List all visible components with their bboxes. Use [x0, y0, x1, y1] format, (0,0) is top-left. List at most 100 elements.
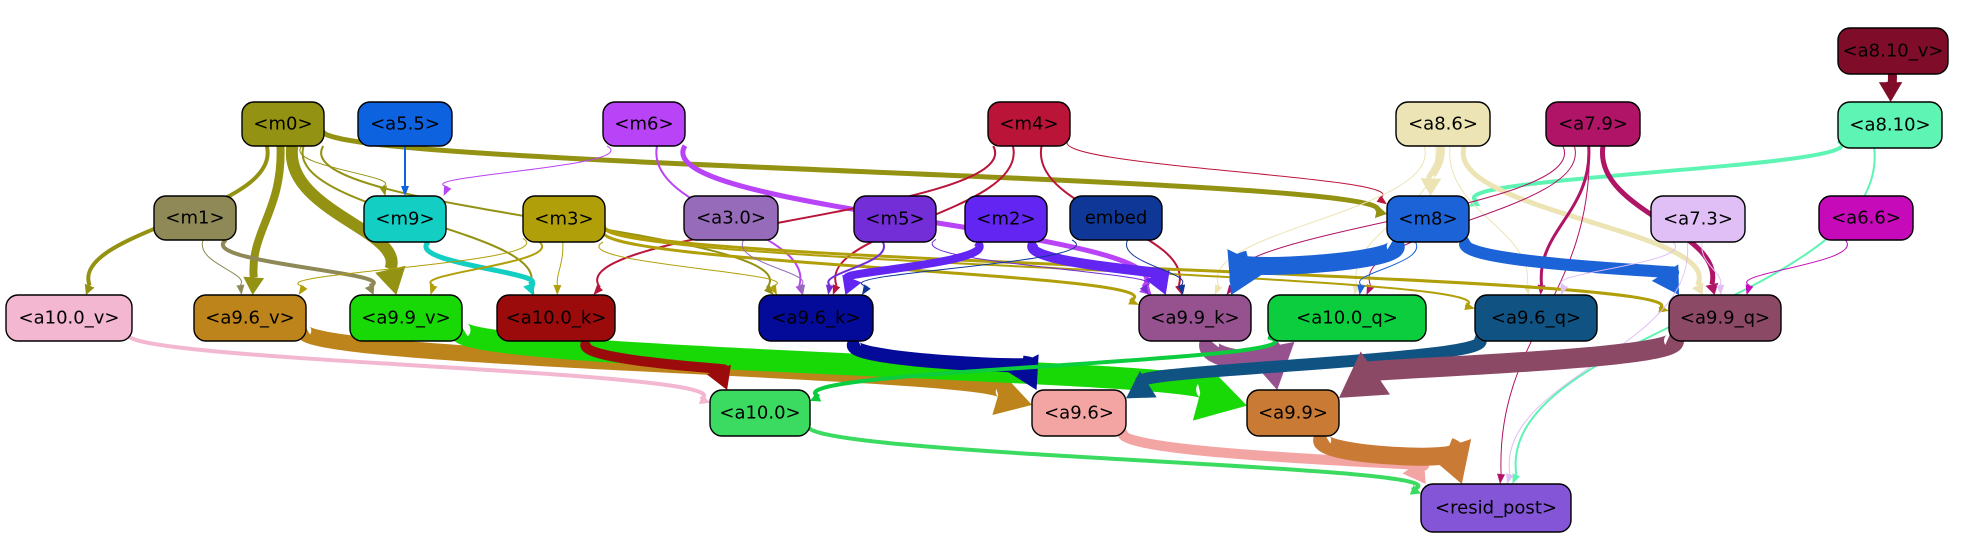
edge-m5-to-a9_9_k	[931, 238, 1150, 288]
node-a9-6-q[interactable]: <a9.6_q>	[1474, 294, 1598, 342]
node-m4[interactable]: <m4>	[987, 101, 1071, 147]
node-label: <m2>	[976, 209, 1035, 230]
node-label: <a6.6>	[1831, 208, 1901, 229]
edge-a6_6-to-a9_9_q	[1746, 239, 1848, 286]
node-box	[153, 195, 237, 241]
edge-arrowhead-embed-to-a9_6_k	[862, 284, 871, 295]
node-box	[1837, 27, 1949, 75]
node-a9-6[interactable]: <a9.6>	[1031, 389, 1127, 437]
node-label: <a5.5>	[370, 114, 440, 135]
edge-a3_0-to-a9_6_k	[741, 239, 804, 286]
edge-arrowhead-a10_0_q-to-a10_0	[810, 391, 822, 402]
edge-a8_10-to-m8	[1472, 139, 1844, 204]
node-a10-0-q[interactable]: <a10.0_q>	[1267, 294, 1427, 342]
node-m9[interactable]: <m9>	[363, 195, 447, 243]
edges-layer	[84, 73, 1903, 495]
edge-arrowhead-a10_0_k-to-a10_0	[706, 364, 732, 390]
edge-arrowhead-a10_0-to-resid_post	[1409, 484, 1421, 495]
node-a7-3[interactable]: <a7.3>	[1650, 195, 1746, 243]
node-label: <m1>	[165, 208, 224, 229]
edge-arrowhead-a8_6-to-a9_9_q	[1691, 282, 1704, 295]
edge-m4-to-m8	[1066, 138, 1384, 199]
node-label: <a9.9_v>	[361, 308, 450, 329]
edge-arrowhead-m0-to-a9_9_v	[375, 265, 406, 295]
edge-arrowhead-m2-to-a9_6_k	[842, 274, 862, 295]
node-box	[1420, 483, 1572, 533]
edge-arrowhead-m0-to-a9_6_k	[763, 285, 774, 295]
node-a9-9-q[interactable]: <a9.9_q>	[1668, 294, 1782, 342]
node-label: <a9.9_k>	[1150, 308, 1239, 329]
node-a5-5[interactable]: <a5.5>	[357, 101, 453, 147]
edge-m8-to-a9_9_q	[1459, 234, 1680, 279]
node-m0[interactable]: <m0>	[241, 101, 325, 147]
node-box	[1246, 389, 1340, 437]
node-a7-9[interactable]: <a7.9>	[1545, 101, 1641, 147]
edge-arrowhead-m3-to-a9_6_q	[1464, 302, 1475, 310]
node-a8-6[interactable]: <a8.6>	[1395, 101, 1491, 147]
node-label: <a10.0_k>	[506, 308, 607, 329]
node-m3[interactable]: <m3>	[522, 195, 606, 243]
node-a9-6-k[interactable]: <a9.6_k>	[758, 294, 874, 342]
node-m8[interactable]: <m8>	[1386, 195, 1470, 243]
node-a9-9-v[interactable]: <a9.9_v>	[349, 294, 463, 342]
node-a3-0[interactable]: <a3.0>	[683, 195, 779, 241]
node-m5[interactable]: <m5>	[853, 195, 937, 243]
edge-a9_6_k-to-a9_6	[847, 334, 1038, 373]
edge-m5-to-a9_6_k	[827, 241, 886, 286]
edge-m1-to-a9_9_v	[220, 238, 376, 288]
edge-arrowhead-m3-to-a9_6_k	[768, 284, 777, 295]
node-box	[496, 294, 616, 342]
node-box	[1386, 195, 1470, 243]
node-resid-post[interactable]: <resid_post>	[1420, 483, 1572, 533]
node-box	[1267, 294, 1427, 342]
edge-arrowhead-a7_3-to-a9_9_q	[1716, 284, 1725, 295]
nodes-layer: <a8.10_v> <m0> <a5.5> <m6> <m4> <a8.6> <a7.9> <…	[5, 27, 1949, 533]
edge-arrowhead-m0-to-a9_6_v	[243, 276, 265, 295]
node-m2[interactable]: <m2>	[964, 195, 1048, 243]
node-box	[193, 294, 307, 342]
node-box	[241, 101, 325, 147]
node-a9-9-k[interactable]: <a9.9_k>	[1138, 294, 1252, 342]
edge-arrowhead-a10_0_v-to-a10_0	[698, 394, 710, 405]
node-a10-0[interactable]: <a10.0>	[709, 389, 811, 437]
edge-arrowhead-a3_0-to-a9_6_k	[797, 284, 806, 295]
node-label: <m3>	[534, 209, 593, 230]
node-a8-10[interactable]: <a8.10>	[1837, 101, 1943, 149]
edge-arrowhead-m4-to-m8	[1376, 195, 1387, 205]
edge-arrowhead-m1-to-a9_6_v	[236, 284, 245, 295]
edge-a10_0_v-to-a10_0	[126, 329, 707, 402]
edge-m2-to-a9_9_k	[1027, 237, 1168, 280]
node-a8-10-v[interactable]: <a8.10_v>	[1837, 27, 1949, 75]
node-label: embed	[1085, 208, 1148, 229]
node-m6[interactable]: <m6>	[602, 101, 686, 147]
edge-arrowhead-a7_3-to-a9_6_q	[1560, 284, 1569, 295]
edge-arrowhead-m1-to-a9_9_v	[364, 283, 375, 295]
edge-arrowhead-embed-to-a9_9_k	[1177, 284, 1186, 295]
node-m1[interactable]: <m1>	[153, 195, 237, 241]
node-box	[602, 101, 686, 147]
edge-a9_6_q-to-a9_6	[1135, 331, 1487, 391]
edge-arrowhead-m8-to-a9_9_q	[1651, 264, 1679, 295]
edge-arrowhead-a7_9-to-resid_post	[1497, 473, 1506, 484]
node-a10-0-k[interactable]: <a10.0_k>	[496, 294, 616, 342]
node-embed[interactable]: embed	[1069, 195, 1163, 241]
node-a6-6[interactable]: <a6.6>	[1818, 195, 1914, 241]
node-label: <m4>	[999, 114, 1058, 135]
node-box	[683, 195, 779, 241]
node-label: <a9.9>	[1258, 403, 1328, 424]
node-box	[709, 389, 811, 437]
edge-arrowhead-m4-to-a9_6_k	[832, 284, 841, 295]
node-label: <m0>	[253, 114, 312, 135]
node-label: <a9.6_v>	[205, 308, 294, 329]
node-box	[1668, 294, 1782, 342]
edge-a8_6-to-a9_6_q	[1449, 145, 1528, 286]
edge-arrowhead-m8-to-a9_9_k	[1227, 249, 1270, 295]
node-a9-9[interactable]: <a9.9>	[1246, 389, 1340, 437]
edge-arrowhead-a9_9_v-to-a9_9	[1192, 365, 1247, 421]
edge-arrowhead-a9_9-to-resid_post	[1426, 438, 1472, 484]
edge-a10_0_q-to-a10_0	[813, 335, 1278, 399]
node-a10-0-v[interactable]: <a10.0_v>	[5, 294, 133, 342]
edge-m0-to-a9_6_v	[249, 145, 285, 278]
node-a9-6-v[interactable]: <a9.6_v>	[193, 294, 307, 342]
